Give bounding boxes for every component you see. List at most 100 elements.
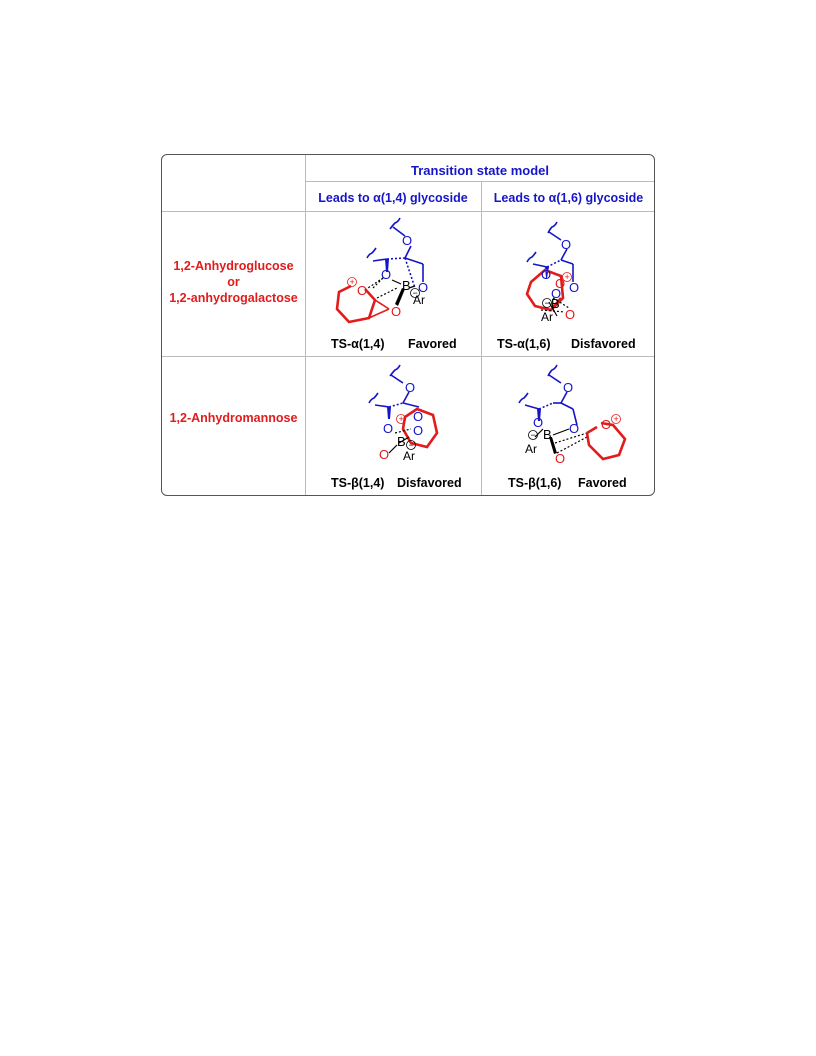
bond [548, 374, 562, 384]
oxygen-atom: O [383, 421, 393, 436]
bond [554, 432, 588, 444]
oxygen-atom: O [357, 283, 367, 298]
bond [376, 287, 398, 299]
bond [540, 309, 566, 313]
bond [392, 226, 406, 237]
wedge-bond [549, 437, 557, 454]
wedge-bond [385, 259, 389, 272]
bond [532, 263, 548, 268]
bond [560, 402, 574, 410]
oxygen-atom: O [563, 380, 573, 395]
boron-atom: B [543, 427, 552, 442]
minus-sign: − [545, 298, 550, 308]
minus-charge-icon [528, 430, 538, 440]
row-label-line: or [227, 275, 240, 289]
row-divider [162, 356, 654, 357]
oxygen-atom: O [533, 415, 543, 430]
bond [388, 402, 404, 408]
column-header-16: Leads to α(1,6) glycoside [493, 191, 644, 205]
oxygen-atom: O [413, 423, 423, 438]
ring-bond [586, 425, 598, 435]
bond [552, 297, 570, 309]
bond [394, 428, 412, 434]
plus-sign: + [614, 414, 619, 424]
column-divider-2 [481, 181, 482, 495]
ring-bond [335, 284, 377, 324]
wedge-bond [387, 407, 391, 419]
structure-ts-beta-16: O O O B − Ar O O + [518, 364, 627, 466]
ring-bond [401, 407, 439, 449]
bond [398, 436, 410, 444]
minus-sign: − [409, 440, 414, 450]
minus-sign: − [531, 430, 536, 440]
caption-ts: TS-β(1,6) [508, 476, 562, 490]
bond [402, 402, 420, 408]
bond [404, 257, 416, 289]
oxygen-atom: O [551, 286, 561, 301]
caption-status: Favored [578, 476, 627, 490]
oxygen-atom: O [405, 380, 415, 395]
header-bottom-divider [162, 211, 654, 212]
wavy-bond [389, 217, 401, 230]
row-label-glucose: 1,2-Anhydroglucose or 1,2-anhydrogalacto… [162, 258, 305, 306]
caption-ts: TS-β(1,4) [331, 476, 385, 490]
aryl-group: Ar [403, 449, 415, 463]
row-label-mannose: 1,2-Anhydromannose [169, 411, 298, 425]
caption-ts: TS-α(1,6) [497, 337, 551, 351]
column-divider-1 [305, 155, 306, 495]
plus-charge-icon [396, 414, 406, 424]
bond [402, 391, 410, 404]
bond [572, 408, 578, 426]
minus-charge-icon [542, 298, 552, 308]
bond [404, 257, 424, 265]
wavy-bond [518, 392, 529, 404]
wavy-bond [526, 251, 537, 263]
oxocarbenium-ring [335, 284, 390, 324]
oxygen-atom: O [402, 233, 412, 248]
bond [560, 259, 574, 265]
bond [548, 301, 558, 317]
structure-ts-beta-14: O O O O + B − Ar O [368, 364, 439, 463]
wavy-bond [547, 221, 558, 234]
aryl-group: Ar [541, 310, 553, 324]
oxygen-atom: O [569, 280, 579, 295]
boron-atom: B [402, 278, 411, 293]
bond [404, 245, 412, 259]
wavy-bond [368, 392, 379, 404]
row-label-line: 1,2-Anhydroglucose [173, 259, 294, 273]
plus-charge-icon [611, 414, 621, 424]
bond [386, 257, 406, 260]
oxygen-atom: O [541, 267, 551, 282]
boron-atom: B [551, 296, 560, 311]
column-header-14: Leads to α(1,4) glycoside [318, 191, 468, 205]
oxygen-atom: O [561, 237, 571, 252]
caption-ts: TS-α(1,4) [331, 337, 385, 351]
oxygen-atom: O [565, 307, 575, 322]
wavy-bond [547, 364, 558, 377]
bond [556, 436, 588, 454]
bond [390, 374, 404, 384]
ts-model-table: Transition state model Leads to α(1,4) g… [161, 154, 655, 496]
plus-sign: + [350, 277, 355, 287]
oxygen-atom: O [555, 276, 565, 291]
bond [552, 428, 570, 436]
minus-sign: − [413, 288, 418, 298]
oxygen-atom: O [381, 267, 391, 282]
oxocarbenium-ring [401, 407, 439, 449]
bond [388, 444, 398, 454]
ring-bond [585, 421, 627, 461]
caption-status: Disfavored [397, 476, 462, 490]
bond [368, 308, 390, 319]
oxygen-atom: O [569, 421, 579, 436]
bond [374, 404, 390, 408]
bond [391, 279, 402, 285]
bond [548, 231, 562, 241]
caption-status: Favored [408, 337, 457, 351]
bond [538, 402, 554, 410]
plus-charge-icon [562, 272, 572, 282]
minus-charge-icon [410, 288, 420, 298]
bond [546, 259, 562, 268]
bond [374, 299, 390, 310]
bond [524, 404, 540, 410]
oxocarbenium-ring [585, 421, 627, 461]
